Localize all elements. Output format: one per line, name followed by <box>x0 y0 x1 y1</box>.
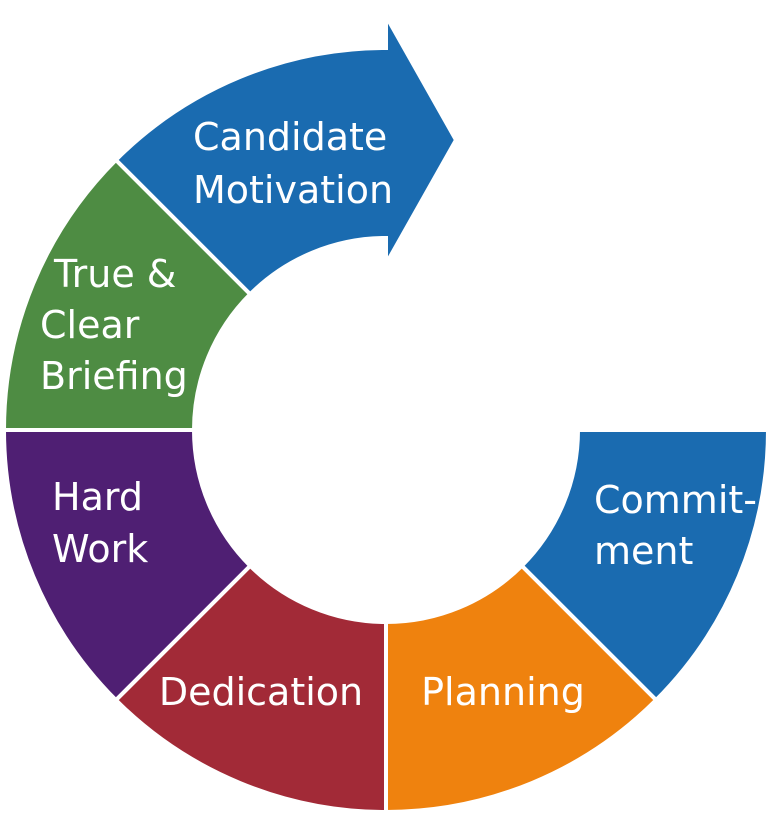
label-commitment: Commit- ment <box>594 478 769 573</box>
label-planning: Planning <box>421 670 585 714</box>
label-true-clear-briefing: True & Clear Briefing <box>40 252 189 398</box>
segment-true-clear-briefing <box>1 157 254 432</box>
labels-layer: Commit- ment Planning Dedication Hard Wo… <box>40 115 769 714</box>
label-candidate-motivation: Candidate Motivation <box>193 115 399 212</box>
segment-hard-work <box>1 428 254 703</box>
segment-commitment <box>518 428 771 703</box>
segments-layer <box>1 8 771 815</box>
label-dedication: Dedication <box>159 670 363 714</box>
label-hard-work: Hard Work <box>52 475 155 571</box>
segment-candidate-motivation <box>113 8 459 298</box>
segment-dedication <box>113 562 388 815</box>
segment-planning <box>384 562 659 815</box>
